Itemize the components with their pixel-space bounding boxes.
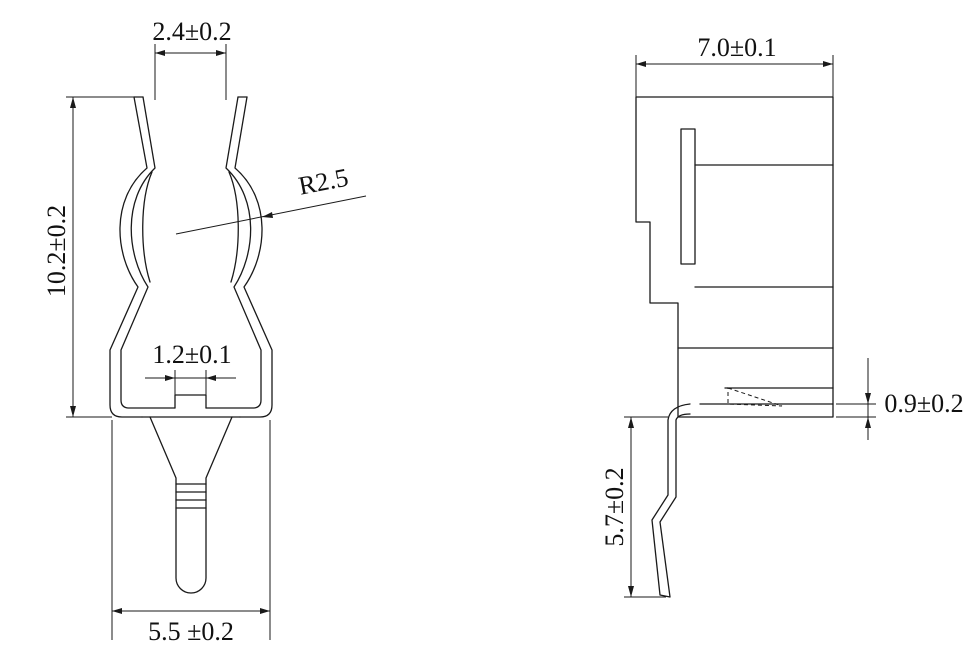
bottom-slot bbox=[174, 394, 207, 409]
hidden-tab bbox=[727, 387, 783, 407]
dim-base-width: 5.5 ±0.2 bbox=[148, 617, 234, 646]
dim-side-width: 7.0±0.1 bbox=[697, 33, 776, 62]
dim-radius: R2.5 bbox=[296, 163, 350, 201]
dim-pin-length: 5.7±0.2 bbox=[600, 467, 629, 546]
dim-plate-thickness: 0.9±0.2 bbox=[884, 389, 963, 418]
right-spring-loop bbox=[228, 171, 239, 283]
left-clip-outer bbox=[109, 96, 148, 418]
solder-pin bbox=[149, 416, 233, 594]
dim-total-height: 10.2±0.2 bbox=[42, 205, 71, 297]
dim-top-width: 2.4±0.2 bbox=[152, 17, 231, 46]
right-clip-outer bbox=[234, 96, 273, 418]
side-body-outline bbox=[635, 96, 834, 418]
front-view: 2.4±0.2 10.2±0.2 R2.5 1.2±0.1 5.5 ±0.2 bbox=[42, 17, 367, 646]
side-view: 7.0±0.1 0.9±0.2 5.7±0.2 bbox=[600, 33, 964, 598]
left-clip-inner bbox=[120, 96, 176, 409]
side-slot bbox=[680, 128, 696, 265]
side-pin bbox=[651, 403, 691, 598]
right-clip-inner bbox=[205, 96, 262, 409]
dim-slot-width: 1.2±0.1 bbox=[152, 340, 231, 369]
left-spring-loop bbox=[142, 171, 153, 283]
